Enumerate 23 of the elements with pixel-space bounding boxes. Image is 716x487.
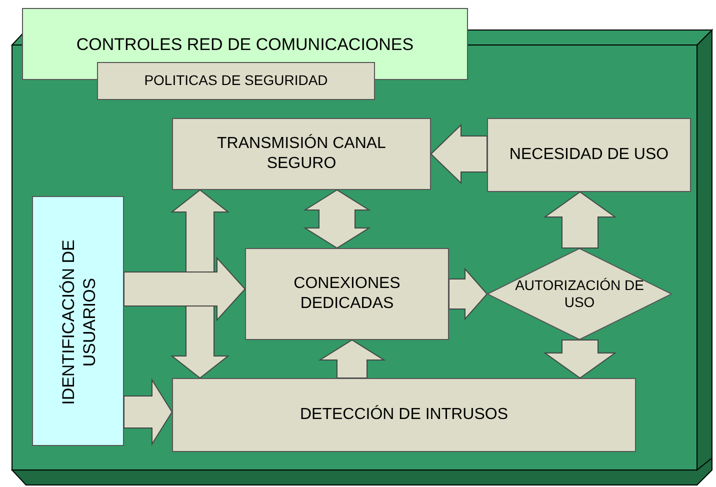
block-arrow xyxy=(124,378,173,446)
node-label: NECESIDAD DE USO xyxy=(509,145,669,165)
process-box xyxy=(97,62,375,100)
process-box xyxy=(32,196,124,446)
node-label: IDENTIFICACIÓN DE USUARIOS xyxy=(58,238,100,407)
block-arrow xyxy=(448,268,488,320)
node-label: POLITICAS DE SEGURIDAD xyxy=(144,72,328,90)
decision-diamond xyxy=(487,248,672,340)
block-arrow xyxy=(318,339,386,378)
block-arrow xyxy=(543,191,617,248)
block-arrow xyxy=(543,340,617,379)
node-label: CONTROLES RED DE COMUNICACIONES xyxy=(76,34,414,56)
block-arrow xyxy=(124,256,246,322)
block-arrow xyxy=(303,189,371,249)
node-label: TRANSMISIÓN CANAL SEGURO xyxy=(216,134,387,174)
node-label: AUTORIZACIÓN DE USO xyxy=(514,276,644,312)
process-box xyxy=(172,378,636,452)
node-label: DETECCIÓN DE INTRUSOS xyxy=(300,405,508,425)
process-box xyxy=(172,118,431,190)
process-box xyxy=(245,248,449,340)
block-arrow xyxy=(430,124,488,184)
node-label: CONEXIONES DEDICADAS xyxy=(292,274,402,314)
process-box xyxy=(487,118,691,192)
